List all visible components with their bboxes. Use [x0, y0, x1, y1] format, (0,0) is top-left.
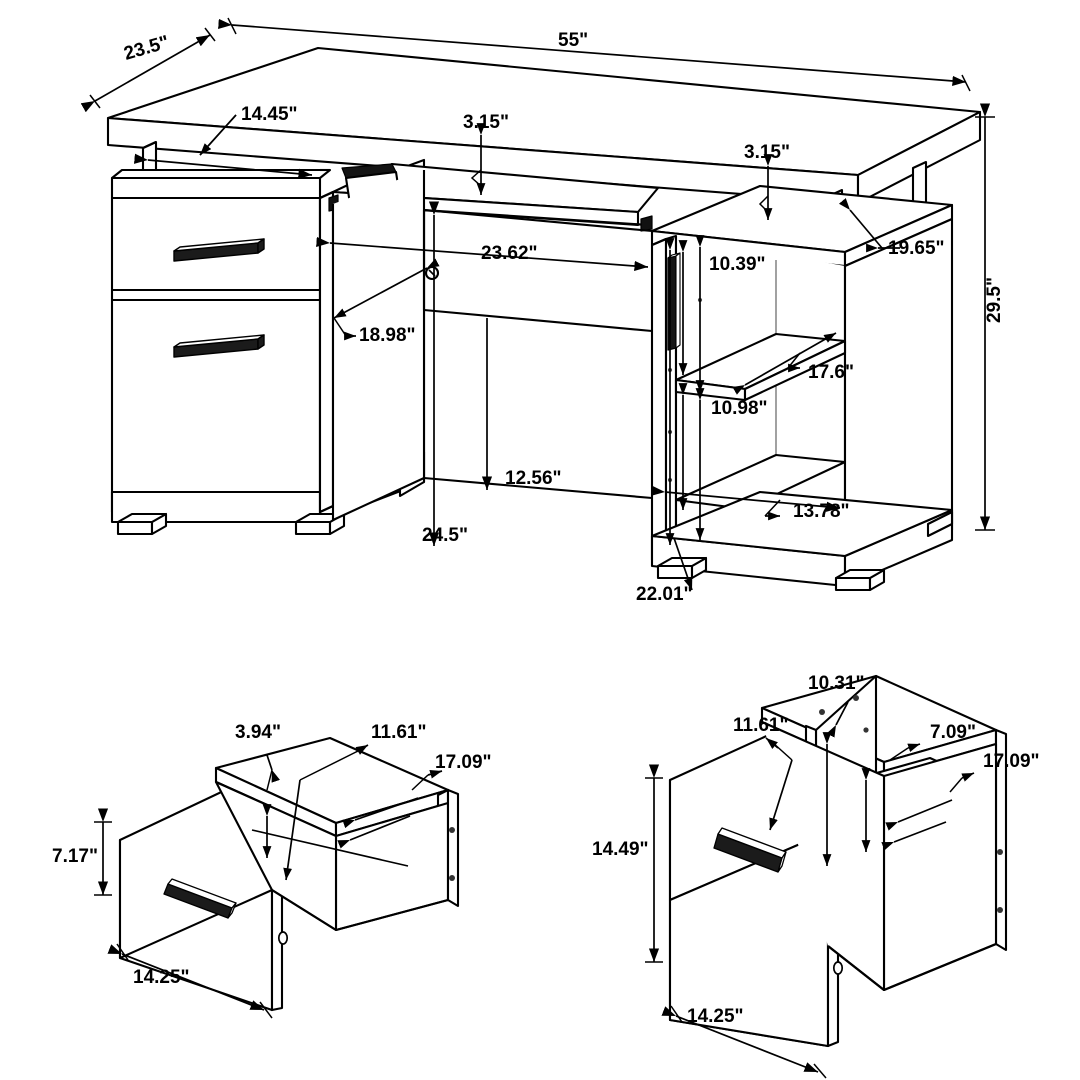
- keyhole-icon: [277, 931, 289, 945]
- dim-fd-inner-width: 11.61": [733, 715, 789, 736]
- dim-sd-inner-width: 11.61": [371, 722, 427, 743]
- dim-width-top: 55": [558, 30, 588, 51]
- dimension-labels: 23.5" 55" 14.45" 3.15" 3.15" 19.65" 29.5…: [52, 30, 1040, 1027]
- dim-cabinet-depth: 19.65": [888, 238, 945, 259]
- dim-tray-height: 12.56": [505, 468, 562, 489]
- dim-knee-height: 24.5": [422, 525, 468, 546]
- dim-shelf-depth: 17.6": [808, 362, 854, 383]
- dim-depth-top: 23.5": [122, 32, 172, 65]
- dim-upper-shelf-gap: 10.39": [709, 254, 766, 275]
- center-left-panel: [318, 190, 335, 514]
- main-dimension-lines: [80, 17, 995, 591]
- left-drawer-handles: [173, 238, 265, 358]
- dim-cabinet-height: 22.01": [636, 584, 693, 605]
- dim-knee-width: 23.62": [481, 243, 538, 264]
- dim-sd-front-height: 7.17": [52, 846, 98, 867]
- small-drawer-dimension-lines: [94, 744, 443, 1019]
- dim-sd-inner-depth: 17.09": [435, 752, 492, 773]
- dim-keyboard-width: 14.45": [241, 104, 298, 125]
- file-drawer-dimension-lines: [645, 701, 975, 1079]
- dim-fd-rail-height: 7.09": [930, 722, 976, 743]
- dim-tray-clearance-r: 3.15": [744, 142, 790, 163]
- dim-overall-height: 29.5": [984, 277, 1005, 323]
- dim-pedestal-depth: 18.98": [359, 325, 416, 346]
- dim-sd-front-width: 14.25": [133, 967, 190, 988]
- dim-fd-front-height: 14.49": [592, 839, 649, 860]
- cam-lock-icon: [424, 265, 440, 281]
- dim-fd-divider-height: 10.31": [808, 673, 865, 694]
- dim-base-depth: 13.78": [793, 501, 850, 522]
- dim-tray-clearance-l: 3.15": [463, 112, 509, 133]
- dim-sd-side-height: 3.94": [235, 722, 281, 743]
- dim-lower-shelf-gap: 10.98": [711, 398, 768, 419]
- dim-fd-inner-depth: 17.09": [983, 751, 1040, 772]
- keyhole-icon: [832, 961, 844, 975]
- dim-fd-front-width: 14.25": [687, 1006, 744, 1027]
